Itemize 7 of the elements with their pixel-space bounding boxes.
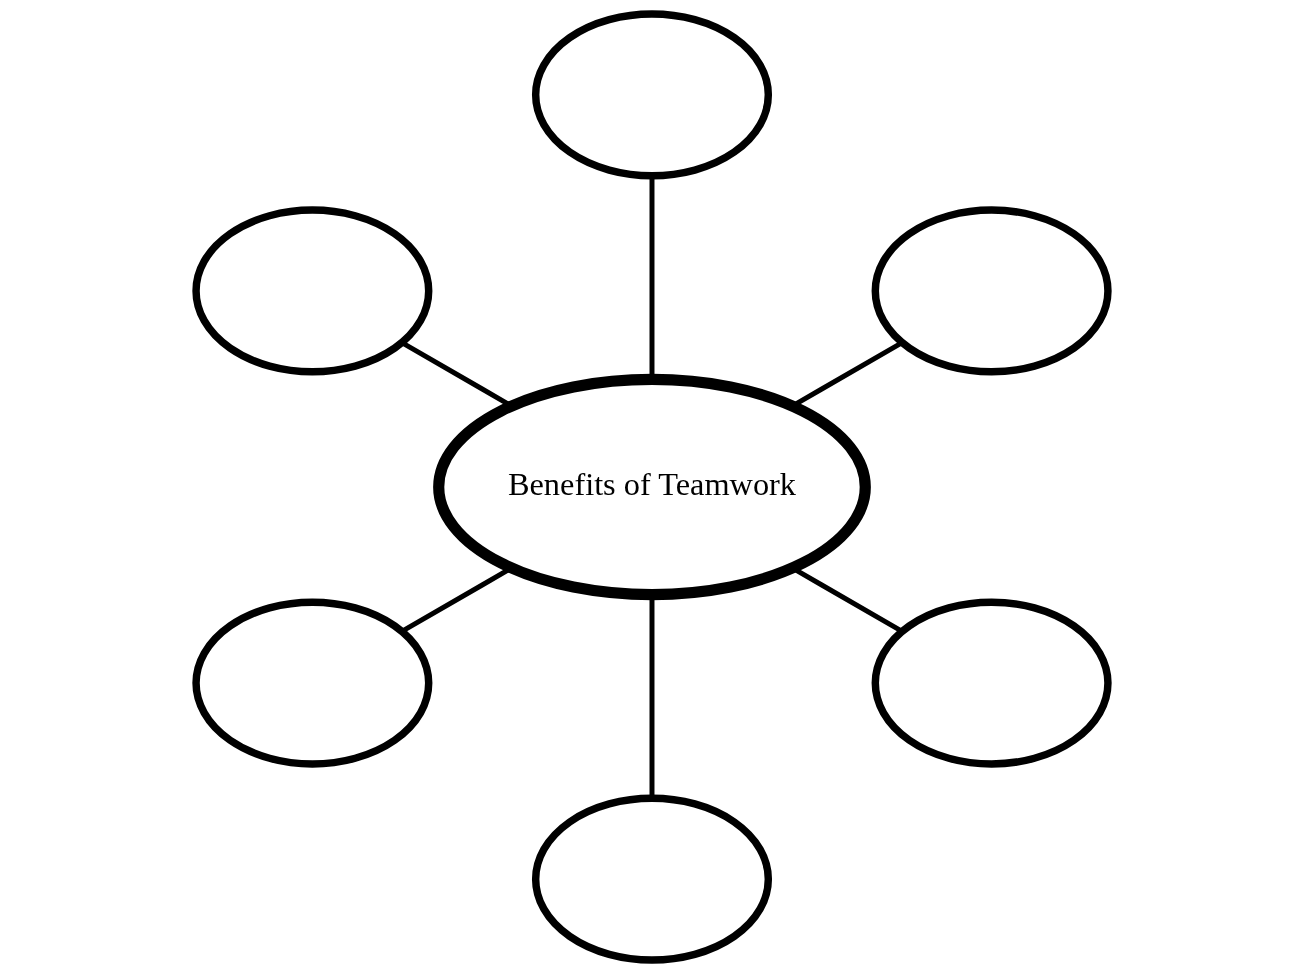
- node-ellipse: [531, 9, 773, 179]
- node-ellipse: Benefits of Teamwork: [433, 373, 871, 600]
- node-ellipse: [192, 598, 433, 768]
- node-ellipse: [871, 598, 1112, 768]
- node-ellipse: [531, 794, 773, 964]
- node-ellipse: [871, 205, 1112, 375]
- node-ellipse: [192, 205, 433, 375]
